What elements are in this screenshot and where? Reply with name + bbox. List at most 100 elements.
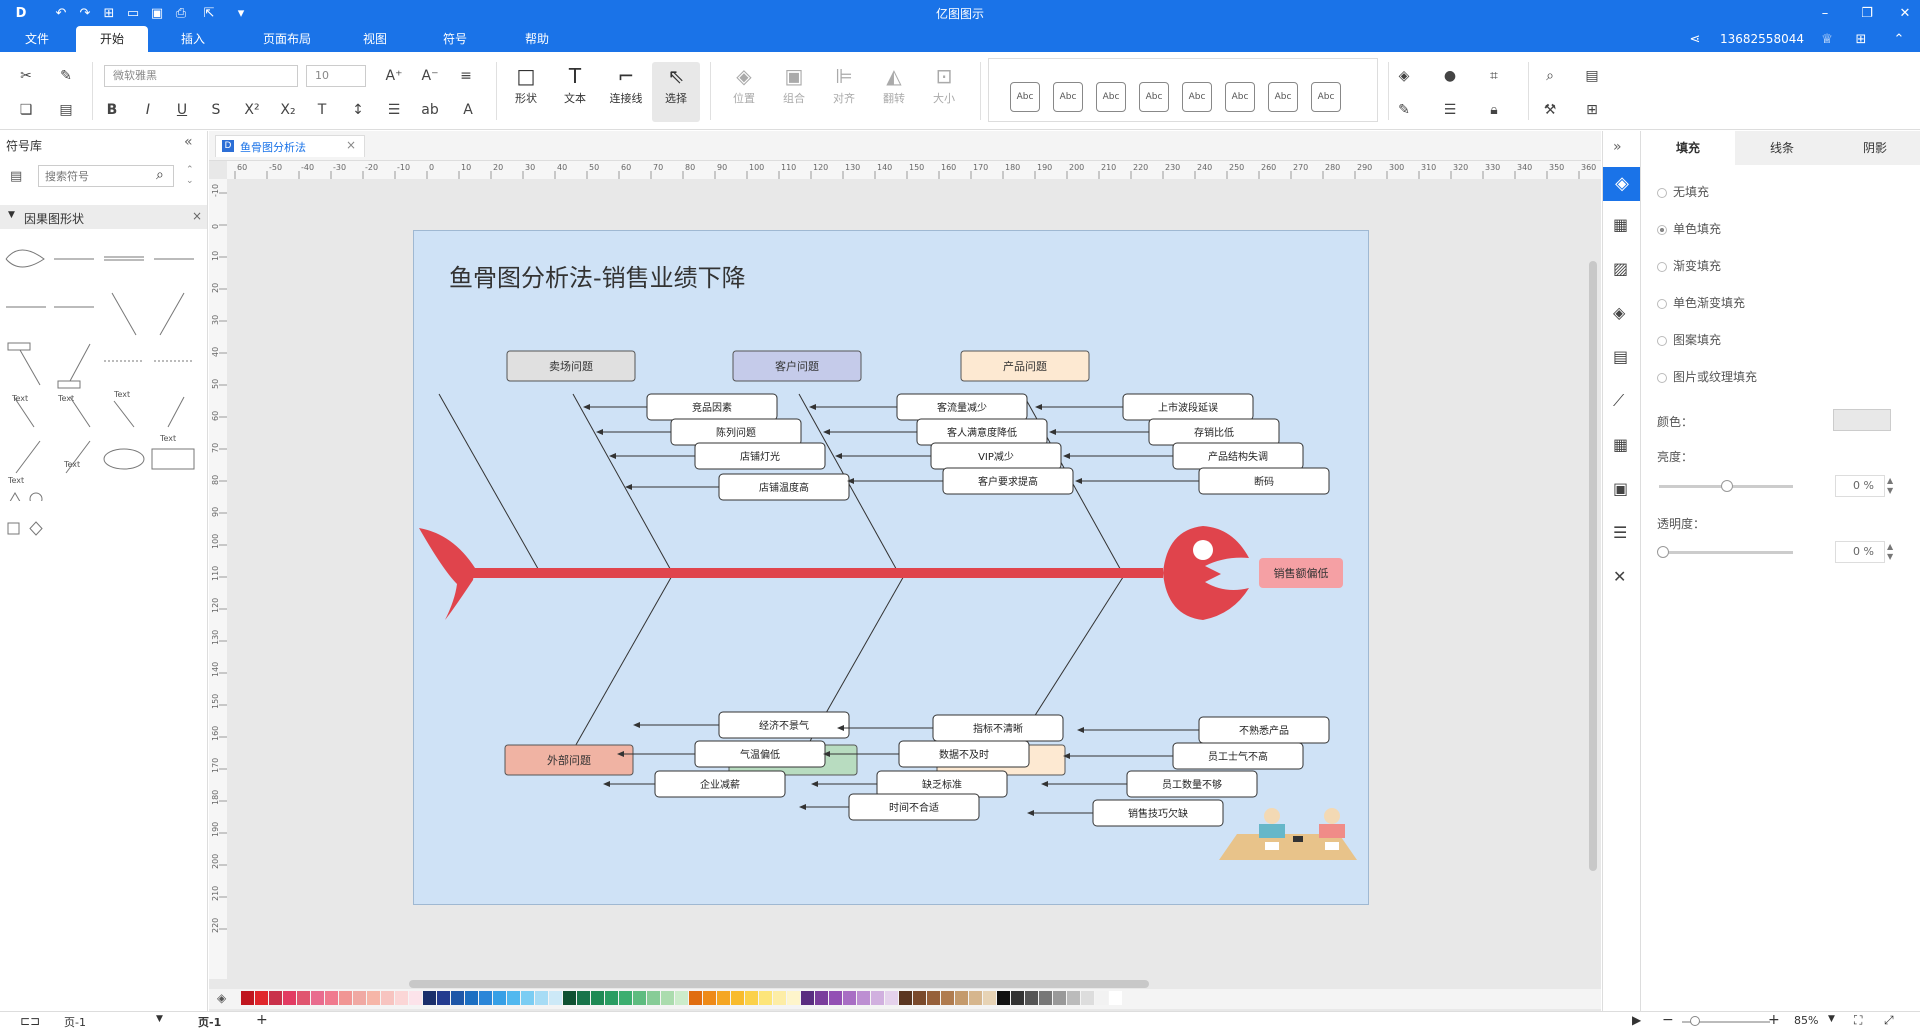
transparency-input[interactable]: 0 % xyxy=(1835,541,1885,563)
palette-swatch[interactable] xyxy=(451,991,465,1005)
palette-swatch[interactable] xyxy=(871,991,885,1005)
palette-swatch[interactable] xyxy=(255,991,269,1005)
diagonal-line-shape-2[interactable] xyxy=(159,292,185,336)
palette-swatch[interactable] xyxy=(353,991,367,1005)
palette-swatch[interactable] xyxy=(899,991,913,1005)
palette-swatch[interactable] xyxy=(577,991,591,1005)
palette-swatch[interactable] xyxy=(283,991,297,1005)
page-select-dropdown-icon[interactable]: ▼ xyxy=(156,1014,163,1024)
cause-box[interactable] xyxy=(694,442,826,470)
more-tools-icon[interactable]: ⊞ xyxy=(1586,102,1598,118)
horizontal-scrollbar[interactable] xyxy=(409,980,1149,988)
category-header[interactable]: ▼ 因果图形状 × xyxy=(0,205,207,229)
text-line-shape-2[interactable] xyxy=(69,396,91,428)
palette-swatch[interactable] xyxy=(815,991,829,1005)
cut-icon[interactable]: ✂ xyxy=(20,68,32,84)
palette-swatch[interactable] xyxy=(731,991,745,1005)
collapse-panel-icon[interactable]: « xyxy=(184,134,193,150)
undo-icon[interactable]: ↶ xyxy=(55,5,67,21)
font-size-select[interactable]: 10 xyxy=(306,65,366,87)
palette-swatch[interactable] xyxy=(423,991,437,1005)
palette-swatch[interactable] xyxy=(437,991,451,1005)
layers-panel-icon[interactable]: ◈ xyxy=(1613,303,1626,322)
palette-swatch[interactable] xyxy=(367,991,381,1005)
table-panel-icon[interactable]: ▦ xyxy=(1613,435,1629,454)
cause-box[interactable] xyxy=(1126,770,1258,798)
redo-icon[interactable]: ↷ xyxy=(79,5,91,21)
rectangle-shape[interactable] xyxy=(151,448,195,470)
palette-swatch[interactable] xyxy=(1067,991,1081,1005)
circle-shape[interactable] xyxy=(29,492,43,501)
shrink-font-icon[interactable]: A⁻ xyxy=(421,68,439,84)
text-line-shape-3[interactable] xyxy=(113,400,135,428)
palette-swatch[interactable] xyxy=(829,991,843,1005)
case-icon[interactable]: ab xyxy=(421,102,439,118)
palette-swatch[interactable] xyxy=(563,991,577,1005)
fill-bucket-icon[interactable]: ◈ xyxy=(217,991,227,1005)
palette-swatch[interactable] xyxy=(703,991,717,1005)
fishbone-diagram[interactable]: 鱼骨图分析法-销售业绩下降 销售额偏低 卖场问题客户问题产品问题外部问题方法问题… xyxy=(413,230,1369,905)
line-style-icon[interactable]: ☰ xyxy=(1443,102,1457,118)
palette-swatch[interactable] xyxy=(325,991,339,1005)
palette-swatch[interactable] xyxy=(1011,991,1025,1005)
ellipse-shape[interactable] xyxy=(103,448,145,470)
add-page-icon[interactable]: + xyxy=(256,1012,268,1028)
style-preset-button[interactable]: Abc xyxy=(1010,82,1040,112)
category-box[interactable] xyxy=(960,350,1090,382)
shuffle-panel-icon[interactable]: ✕ xyxy=(1613,567,1627,586)
fullscreen-icon[interactable]: ⤢ xyxy=(1884,1013,1894,1027)
format-painter-icon[interactable]: ✎ xyxy=(60,68,72,84)
subscript-icon[interactable]: X₂ xyxy=(280,102,296,118)
lock-icon[interactable]: 🔒︎ xyxy=(1490,102,1498,118)
fill-option-single-gradient[interactable]: 单色渐变填充 xyxy=(1657,294,1745,311)
text-line-shape[interactable] xyxy=(13,396,35,428)
palette-swatch[interactable] xyxy=(479,991,493,1005)
menu-file[interactable]: 文件 xyxy=(24,32,49,46)
palette-swatch[interactable] xyxy=(311,991,325,1005)
size-button[interactable]: ⊡大小 xyxy=(920,62,968,122)
palette-swatch[interactable] xyxy=(801,991,815,1005)
restore-icon[interactable]: ❐ xyxy=(1861,5,1873,21)
palette-swatch[interactable] xyxy=(983,991,997,1005)
palette-swatch[interactable] xyxy=(1053,991,1067,1005)
vertical-scrollbar[interactable] xyxy=(1589,261,1597,871)
tab-line[interactable]: 线条 xyxy=(1769,141,1794,155)
position-button[interactable]: ◈位置 xyxy=(720,62,768,122)
line-color-icon[interactable]: ✎ xyxy=(1398,102,1410,118)
print-icon[interactable]: ⎙ xyxy=(175,5,187,21)
collapse-ribbon-icon[interactable]: ⌃ xyxy=(1893,31,1905,47)
palette-swatch[interactable] xyxy=(493,991,507,1005)
shape-tool-button[interactable]: □形状 xyxy=(502,62,550,122)
cause-box[interactable] xyxy=(654,770,786,798)
tab-insert[interactable]: 插入 xyxy=(180,32,205,46)
page-view-icon[interactable]: ⊏⊐ xyxy=(20,1014,41,1028)
palette-swatch[interactable] xyxy=(549,991,563,1005)
brightness-spinner-icon[interactable]: ▲▼ xyxy=(1887,476,1894,495)
style-preset-button[interactable]: Abc xyxy=(1225,82,1255,112)
symbol-search-input[interactable] xyxy=(38,165,174,187)
fill-option-solid[interactable]: 单色填充 xyxy=(1657,220,1721,237)
shadow-icon[interactable]: ● xyxy=(1443,68,1457,84)
font-color-icon[interactable]: A xyxy=(463,102,473,118)
save-icon[interactable]: ▣ xyxy=(150,5,164,21)
expand-panel-icon[interactable]: » xyxy=(1613,139,1622,155)
fish-head-shape[interactable] xyxy=(5,249,45,268)
skin-icon[interactable]: ♕ xyxy=(1821,31,1833,47)
triangle-shape[interactable] xyxy=(8,492,22,501)
palette-swatch[interactable] xyxy=(1081,991,1095,1005)
new-file-icon[interactable]: ⊞ xyxy=(103,5,115,21)
palette-swatch[interactable] xyxy=(297,991,311,1005)
palette-swatch[interactable] xyxy=(787,991,801,1005)
palette-swatch[interactable] xyxy=(535,991,549,1005)
apps-icon[interactable]: ⊞ xyxy=(1855,31,1867,47)
palette-swatch[interactable] xyxy=(689,991,703,1005)
italic-icon[interactable]: I xyxy=(145,102,151,118)
fill-color-icon[interactable]: ◈ xyxy=(1398,68,1410,84)
cause-box[interactable] xyxy=(942,467,1074,495)
style-preset-button[interactable]: Abc xyxy=(1096,82,1126,112)
share-icon[interactable]: ⋖ xyxy=(1689,31,1701,47)
category-box[interactable] xyxy=(506,350,636,382)
user-account[interactable]: 13682558044 xyxy=(1720,32,1804,46)
zoom-out-icon[interactable]: − xyxy=(1662,1012,1674,1028)
tools-icon[interactable]: ⚒ xyxy=(1543,102,1557,118)
